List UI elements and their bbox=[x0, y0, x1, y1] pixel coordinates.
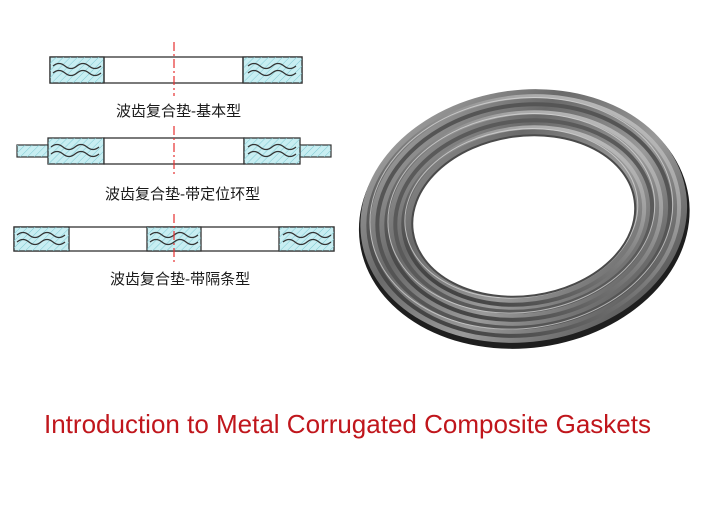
slide-title: Introduction to Metal Corrugated Composi… bbox=[44, 409, 651, 439]
diagram-separator-type bbox=[13, 226, 335, 252]
caption-separator-type: 波齿复合垫-带隔条型 bbox=[110, 270, 251, 288]
gasket-cross-section-diagrams bbox=[13, 42, 335, 262]
corrugated-gasket-image bbox=[358, 89, 690, 349]
caption-locating-ring-type: 波齿复合垫-带定位环型 bbox=[105, 185, 261, 203]
caption-basic-type: 波齿复合垫-基本型 bbox=[116, 102, 242, 120]
diagram-basic-type bbox=[49, 56, 303, 84]
